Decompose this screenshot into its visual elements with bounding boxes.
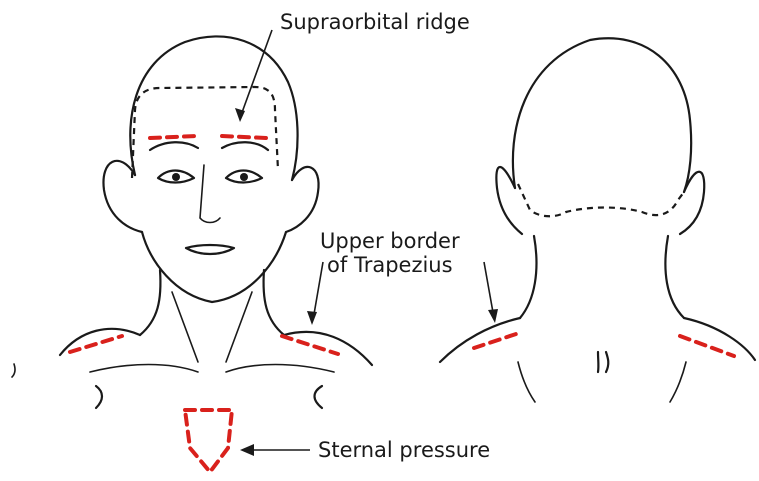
front-hairline — [132, 87, 278, 178]
front-mouth — [186, 245, 234, 254]
front-right-ear — [286, 167, 319, 232]
back-right-trapezius-pressure — [680, 336, 734, 356]
supraorbital-arrow — [240, 30, 272, 118]
back-left-trapezius-pressure — [474, 332, 522, 348]
front-neck-left — [140, 270, 160, 335]
front-left-ear — [103, 161, 142, 232]
front-right-supraorbital-pressure — [222, 136, 266, 138]
front-left-chest-mark — [96, 386, 102, 408]
front-right-chest-mark — [315, 386, 323, 408]
back-hairline — [518, 184, 684, 216]
sternal-pressure-label: Sternal pressure — [318, 438, 490, 462]
front-edge-mark — [12, 364, 15, 377]
back-right-scapula — [670, 362, 686, 402]
front-head-outline — [130, 36, 297, 180]
front-left-pupil — [172, 173, 180, 181]
trapezius-back-arrowhead — [488, 309, 498, 323]
front-left-eyebrow — [150, 142, 198, 150]
back-left-shoulder — [440, 318, 520, 362]
back-neck-right — [665, 236, 684, 318]
front-right-shoulder — [284, 332, 372, 365]
back-left-scapula — [518, 362, 535, 402]
front-left-supraorbital-pressure — [150, 136, 196, 138]
back-right-ear — [680, 172, 704, 234]
front-right-pupil — [240, 173, 248, 181]
back-spine-right — [606, 352, 608, 372]
back-right-shoulder — [684, 318, 755, 360]
back-left-ear — [496, 167, 522, 234]
front-figure — [12, 36, 372, 472]
trapezius-label-line1: Upper border — [320, 229, 460, 253]
trapezius-label: Upper border of Trapezius — [320, 229, 460, 277]
front-right-trapezius-pressure — [282, 336, 338, 354]
sternal-arrowhead — [240, 444, 254, 456]
front-left-clavicle — [90, 365, 198, 373]
sternal-pressure-outline — [185, 410, 232, 472]
front-right-clavicle — [226, 365, 334, 373]
back-neck-left — [520, 236, 536, 318]
front-neck-muscle-left — [172, 292, 198, 362]
front-neck-right — [264, 270, 284, 335]
back-head-outline — [513, 38, 691, 192]
front-right-eyebrow — [222, 142, 268, 150]
supraorbital-ridge-label: Supraorbital ridge — [280, 10, 470, 34]
front-nose — [200, 165, 220, 223]
trapezius-front-arrowhead — [307, 311, 317, 325]
trapezius-label-line2: of Trapezius — [320, 253, 460, 277]
front-neck-muscle-right — [226, 292, 252, 362]
back-figure — [440, 38, 755, 402]
